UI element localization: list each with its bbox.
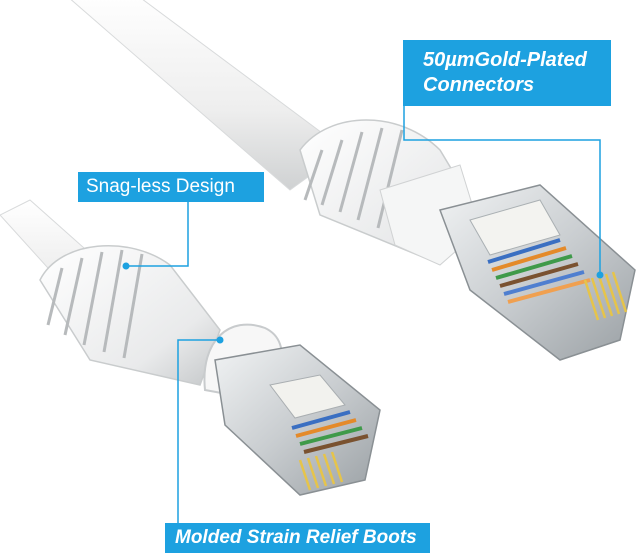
gold-plated-connectors-callout: 50µmGold-Plated Connectors [403, 40, 611, 106]
molded-strain-relief-boots-callout: Molded Strain Relief Boots [165, 523, 430, 553]
snag-less-design-callout: Snag-less Design [78, 172, 264, 202]
gold-plated-callout-line1: 50µmGold-Plated [423, 49, 587, 71]
lower-rj45-connector [214, 344, 381, 496]
snag-less-callout-text: Snag-less Design [86, 176, 235, 197]
strain-relief-callout-text: Molded Strain Relief Boots [175, 527, 417, 548]
upper-cable [70, 0, 346, 191]
gold-plated-callout-line2: Connectors [423, 74, 535, 96]
upper-rj45-connector [439, 184, 636, 361]
